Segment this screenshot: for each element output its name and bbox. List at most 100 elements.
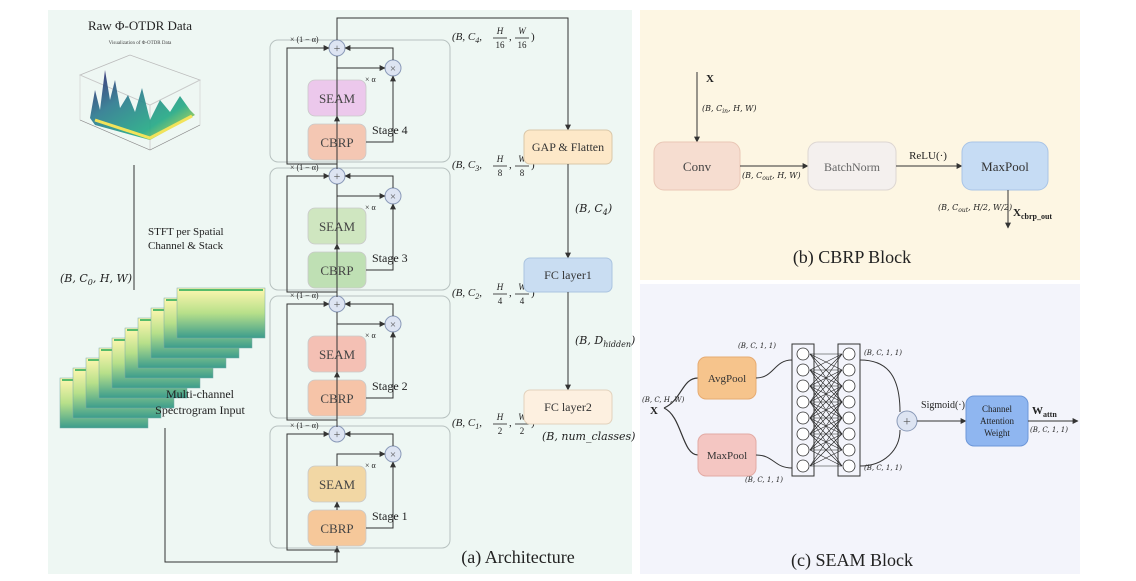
shape-h-numerator: H bbox=[496, 26, 504, 36]
stage-label: Stage 2 bbox=[372, 379, 408, 393]
scale-one-minus-alpha: × (1 − α) bbox=[290, 35, 319, 44]
mlp-neuron bbox=[796, 379, 810, 393]
mlp-edge bbox=[809, 353, 843, 387]
mlp-neuron bbox=[796, 427, 810, 441]
cbrp-to-multiply-arrow bbox=[366, 331, 396, 399]
gap-flatten-label: GAP & Flatten bbox=[532, 140, 604, 154]
shape-close-paren: ) bbox=[531, 159, 535, 171]
stage-label: Stage 1 bbox=[372, 509, 408, 523]
spectrogram-stack bbox=[59, 287, 266, 429]
mlp-neuron bbox=[842, 347, 856, 361]
cbrp-label: CBRP bbox=[320, 521, 353, 536]
spectrogram-frame bbox=[176, 287, 266, 339]
relu-label: ReLU(·) bbox=[909, 150, 947, 162]
cbrp-maxpool-label: MaxPool bbox=[981, 159, 1029, 174]
shape-h-numerator: H bbox=[496, 154, 504, 164]
mlp-neuron bbox=[796, 411, 810, 425]
cbrp-to-multiply-arrow bbox=[366, 461, 396, 529]
stage-shape-label: (B, C4, bbox=[452, 31, 482, 45]
shape-w-numerator: W bbox=[518, 282, 527, 292]
shape-comma: , bbox=[509, 31, 512, 43]
spectrogram-label-line2: Spectrogram Input bbox=[155, 403, 245, 417]
spectrogram-label-line1: Multi-channel bbox=[166, 387, 235, 401]
avgpool-label: AvgPool bbox=[708, 373, 746, 385]
shape-comma: , bbox=[509, 159, 512, 171]
input-shape-label: (B, C0, H, W) bbox=[60, 272, 132, 287]
mlp-edge bbox=[809, 385, 843, 435]
seam-input-shape: (B, C, H, W) bbox=[642, 396, 685, 404]
cbrp-mid-shape: (B, Cout, H, W) bbox=[742, 171, 801, 182]
fc-layer2-label: FC layer2 bbox=[544, 400, 592, 414]
multiply-to-sum-arrow bbox=[344, 173, 394, 188]
mlp-out-shape-top: (B, C, 1, 1) bbox=[864, 349, 902, 357]
sum-symbol: + bbox=[334, 427, 341, 441]
fc-layer2-box bbox=[523, 389, 613, 425]
batchnorm-label: BatchNorm bbox=[824, 160, 881, 174]
architecture-caption: (a) Architecture bbox=[461, 547, 574, 568]
multiply-symbol: × bbox=[390, 63, 396, 75]
shape-w-denominator: 4 bbox=[520, 296, 525, 306]
shape-h-denominator: 16 bbox=[496, 40, 506, 50]
shape-close-paren: ) bbox=[531, 287, 535, 299]
stage4-to-gap-arrow bbox=[336, 17, 571, 131]
stft-label-line1: STFT per Spatial bbox=[148, 226, 224, 238]
sigmoid-label: Sigmoid(·) bbox=[921, 400, 965, 411]
fc2-shape-label: (B, num_classes) bbox=[542, 430, 635, 443]
conv-label: Conv bbox=[683, 159, 712, 174]
residual-arrow bbox=[286, 431, 338, 551]
avgpool-shape: (B, C, 1, 1) bbox=[738, 342, 776, 350]
mlp-edge bbox=[809, 369, 843, 403]
cbrp-input-shape: (B, Cin, H, W) bbox=[702, 104, 757, 115]
mlp-neuron bbox=[796, 443, 810, 457]
seam-maxpool-label: MaxPool bbox=[707, 450, 747, 462]
shape-w-denominator: 8 bbox=[520, 168, 525, 178]
stage-frame bbox=[269, 167, 451, 291]
seam-output-label: Wattn bbox=[1032, 405, 1057, 419]
sum-symbol: + bbox=[334, 41, 341, 55]
seam-input-label: X bbox=[650, 405, 658, 417]
mlp-top-to-sum bbox=[859, 359, 901, 413]
mlp-edge bbox=[809, 353, 843, 371]
shared-mlp bbox=[791, 343, 861, 477]
fc1-shape-label: (B, Dhidden) bbox=[575, 334, 635, 349]
seam-sum-symbol: + bbox=[903, 415, 911, 430]
cbrp-caption: (b) CBRP Block bbox=[793, 247, 911, 268]
mlp-edge bbox=[809, 433, 843, 467]
shape-h-numerator: H bbox=[496, 282, 504, 292]
raw-data-subtitle: Visualization of Φ-OTDR Data bbox=[109, 41, 172, 46]
multiply-symbol: × bbox=[390, 449, 396, 461]
shape-w-numerator: W bbox=[518, 26, 527, 36]
mlp-neuron bbox=[842, 379, 856, 393]
mlp-edge bbox=[809, 353, 843, 403]
gap-shape-label: (B, C4) bbox=[575, 202, 612, 217]
mlp-bottom-to-sum bbox=[859, 429, 901, 467]
maxpool-to-mlp bbox=[755, 454, 793, 469]
stage-label: Stage 4 bbox=[372, 123, 408, 137]
raw-data-title: Raw Φ-OTDR Data bbox=[88, 18, 192, 33]
raw-surface-plot bbox=[78, 54, 202, 151]
mlp-layer2-frame bbox=[837, 343, 861, 477]
seam-output-shape: (B, C, 1, 1) bbox=[1030, 426, 1068, 434]
scale-one-minus-alpha: × (1 − α) bbox=[290, 163, 319, 172]
shape-h-numerator: H bbox=[496, 412, 504, 422]
scale-alpha: × α bbox=[365, 461, 377, 470]
scale-alpha: × α bbox=[365, 331, 377, 340]
cbrp-to-multiply-arrow bbox=[366, 203, 396, 271]
shape-w-numerator: W bbox=[518, 412, 527, 422]
stft-label-line2: Channel & Stack bbox=[148, 240, 224, 252]
mlp-neuron bbox=[842, 443, 856, 457]
attn-label-line3: Weight bbox=[984, 428, 1010, 438]
mlp-neuron bbox=[842, 427, 856, 441]
mlp-out-shape-bottom: (B, C, 1, 1) bbox=[864, 464, 902, 472]
shape-close-paren: ) bbox=[531, 31, 535, 43]
seam-input-to-avgpool bbox=[663, 377, 699, 409]
mlp-edge bbox=[809, 401, 843, 451]
scale-alpha: × α bbox=[365, 75, 377, 84]
mlp-neuron bbox=[796, 395, 810, 409]
multiply-to-sum-arrow bbox=[344, 301, 394, 316]
seam-caption: (c) SEAM Block bbox=[791, 550, 913, 571]
mlp-edge bbox=[809, 449, 843, 467]
shape-h-denominator: 4 bbox=[498, 296, 503, 306]
